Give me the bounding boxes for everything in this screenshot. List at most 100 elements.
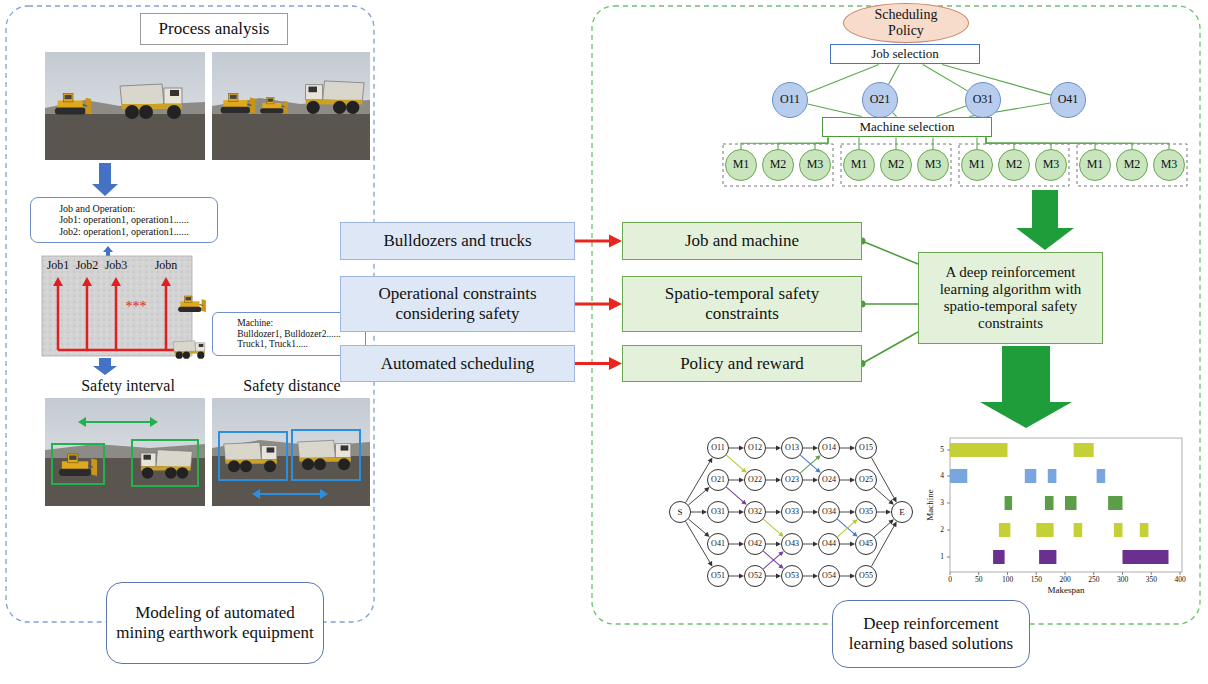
- disjunctive-arc: [800, 457, 818, 473]
- graph-arc: [874, 487, 894, 504]
- gantt-chart: [1045, 496, 1054, 510]
- safety-photo: [224, 442, 277, 472]
- node-text-group: O22: [748, 475, 762, 484]
- node-text-group: O52: [748, 571, 762, 580]
- gantt-chart: [947, 450, 1180, 575]
- solution-box: Spatio-temporal safety constraints: [622, 276, 862, 332]
- node-text: O32: [748, 507, 762, 516]
- node-text-group: M2: [888, 158, 905, 172]
- node-text-group: M3: [807, 158, 824, 172]
- site-layout: [58, 284, 182, 350]
- disjunctive-arc: [837, 521, 855, 537]
- graph-arc: [691, 510, 707, 515]
- tree-line: [977, 137, 978, 149]
- site-layout: [57, 284, 60, 350]
- node-text-group: Machine:Bulldozer1, Bulldozer2......Truc…: [237, 318, 340, 351]
- operation-circle: O21: [862, 82, 898, 118]
- node-text: O51: [711, 571, 725, 580]
- operation-circle: O41: [1050, 82, 1086, 118]
- node-text-group: O23: [785, 475, 799, 484]
- graph-arc: [840, 574, 855, 579]
- job-label: ***: [126, 299, 147, 314]
- panel-outline: [6, 6, 1200, 624]
- node-text: O11: [780, 93, 800, 107]
- graph-arc: [803, 574, 818, 579]
- node-text: M2: [1124, 158, 1141, 172]
- node-text-group: Policy and reward: [680, 354, 804, 374]
- graph-node: O55: [855, 565, 877, 587]
- gantt-chart: [1036, 523, 1053, 537]
- disjunctive-arc: [763, 551, 783, 569]
- tree-line: [923, 64, 968, 90]
- arrow-head: [852, 519, 857, 524]
- merge-line: [859, 301, 919, 308]
- graph-node: O52: [744, 565, 766, 587]
- caption-label: Safety distance: [243, 377, 340, 395]
- node-text: O12: [748, 443, 762, 452]
- node-text: M1: [851, 158, 868, 172]
- machine-circle: M1: [843, 149, 875, 181]
- graph-arc: [729, 446, 744, 451]
- graph-arc: [766, 510, 781, 515]
- site-layout: [53, 277, 63, 286]
- arrow-head: [888, 519, 893, 524]
- node-text: Policy and reward: [680, 354, 804, 374]
- axis-label: 3: [940, 499, 944, 507]
- flow-arrow: [103, 246, 113, 256]
- graph-node: O14: [818, 437, 840, 459]
- safety-photo: [298, 440, 351, 470]
- gantt-chart: [999, 523, 1011, 537]
- node-text-group: O55: [859, 571, 873, 580]
- gantt-chart: [950, 469, 967, 483]
- graph-node: E: [891, 501, 913, 523]
- site-layout: [173, 341, 205, 359]
- node-text: Machine:: [237, 318, 273, 329]
- modeling-box: Operational constraints considering safe…: [340, 276, 575, 332]
- disjunctive-arc: [726, 455, 744, 471]
- heading-box: Process analysis: [140, 13, 288, 45]
- gantt-chart: [993, 550, 1005, 564]
- graph-node: O32: [744, 501, 766, 523]
- gantt-chart: [1005, 496, 1013, 510]
- graph-node: O51: [707, 565, 729, 587]
- tree-line: [976, 137, 977, 149]
- site-photo: [221, 94, 256, 114]
- node-text-group: Job selection: [871, 47, 939, 62]
- site-layout: [165, 284, 168, 350]
- tree-line: [808, 104, 862, 116]
- graph-arc: [840, 446, 855, 451]
- mapping-arrow: [575, 362, 614, 365]
- graph-arc: [688, 519, 709, 537]
- axis-label: Machine: [926, 489, 936, 521]
- axis-label: 400: [1174, 576, 1185, 584]
- node-text: O31: [711, 507, 725, 516]
- machine-circle: M3: [799, 149, 831, 181]
- site-layout: [58, 349, 182, 352]
- node-text-group: O35: [859, 507, 873, 516]
- merge-line: [859, 332, 919, 367]
- node-text-group: Automated scheduling: [381, 354, 534, 374]
- node-text-group: O31: [973, 93, 994, 107]
- graph-node: O34: [818, 501, 840, 523]
- axis-label: 200: [1059, 576, 1070, 584]
- site-photo: [212, 52, 370, 160]
- policy-ellipse: Scheduling Policy: [843, 3, 968, 43]
- safety-photo: [219, 432, 287, 480]
- node-text-group: O11: [711, 443, 724, 452]
- flow-arrow: [93, 358, 117, 375]
- site-photo: [212, 52, 370, 160]
- machine-circle: M2: [1116, 149, 1148, 181]
- node-text: E: [899, 507, 905, 517]
- tree-line: [778, 137, 828, 149]
- mapping-arrow: [575, 303, 614, 306]
- job-label: Job3: [105, 259, 128, 272]
- arrow-head: [609, 357, 622, 370]
- node-text-group: M2: [1006, 158, 1023, 172]
- node-text-group: O25: [859, 475, 873, 484]
- node-text-group: O41: [1058, 93, 1079, 107]
- graph-node: O33: [781, 501, 803, 523]
- node-text-group: O43: [785, 539, 799, 548]
- machine-circle: M3: [1153, 149, 1185, 181]
- machine-circle: M1: [725, 149, 757, 181]
- merge-line: [862, 332, 918, 364]
